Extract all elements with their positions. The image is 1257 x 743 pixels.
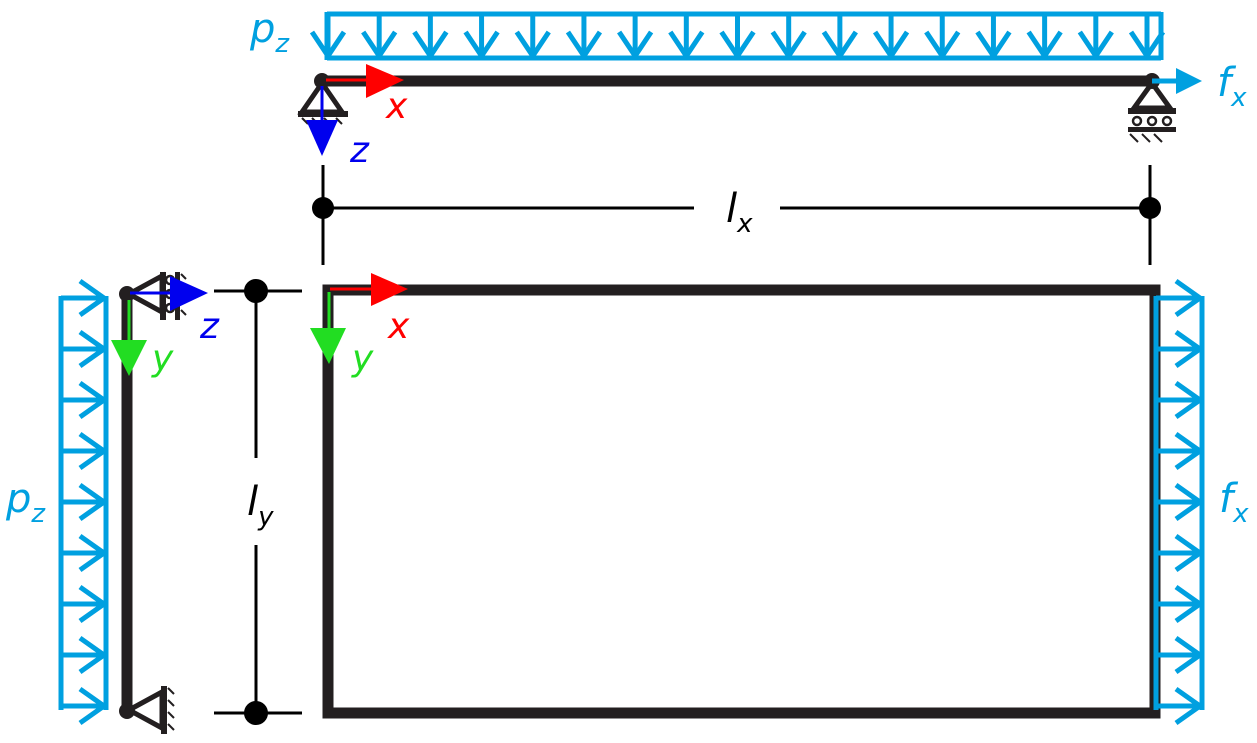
- load-arrow-down-icon: [1128, 14, 1166, 61]
- load-arrow-down-icon: [668, 14, 705, 61]
- elevation-view: pz x z: [249, 6, 1247, 171]
- dimension-label-lx: lx: [726, 186, 753, 239]
- load-arrow-right-icon: [61, 380, 109, 420]
- dimension-ly: [214, 279, 302, 725]
- load-arrow-right-icon: [61, 482, 109, 522]
- edge-load-arrow-right-icon: [1156, 584, 1205, 624]
- pinned-support-bottom-icon: [119, 686, 175, 734]
- load-arrow-right-icon: [61, 686, 109, 726]
- axis-x-label-elevation: x: [385, 86, 408, 127]
- end-force-fx-arrow-icon: [1152, 68, 1202, 94]
- load-arrow-down-icon: [924, 14, 961, 61]
- edge-load-arrow-right-icon: [1156, 482, 1205, 522]
- load-arrow-right-icon: [61, 533, 109, 573]
- edge-load-label-fx: fx: [1219, 476, 1249, 529]
- load-arrow-down-icon: [412, 14, 449, 61]
- load-arrow-down-icon: [617, 14, 654, 61]
- axis-y-arrow-icon-plan: [310, 292, 346, 364]
- load-arrow-down-icon: [1026, 14, 1063, 61]
- load-arrow-down-icon: [514, 14, 551, 61]
- plate-outline: [322, 284, 1161, 719]
- axis-z-arrow-icon-side: [130, 276, 208, 311]
- edge-load-arrow-right-icon: [1156, 686, 1205, 726]
- load-arrow-down-icon: [1077, 14, 1114, 61]
- load-arrow-right-icon: [61, 431, 109, 471]
- axis-z-arrow-icon: [306, 86, 338, 156]
- axis-z-label-elevation: z: [349, 130, 370, 171]
- dimension-lx: [312, 165, 1161, 265]
- axis-x-arrow-icon: [326, 64, 404, 98]
- edge-load-arrow-right-icon: [1156, 635, 1205, 675]
- edge-load-arrow-right-icon: [1156, 380, 1205, 420]
- axis-y-label-plan: y: [351, 338, 374, 379]
- load-arrow-down-icon: [309, 14, 347, 61]
- axis-y-arrow-icon-side: [111, 300, 147, 376]
- axis-x-arrow-icon-plan: [330, 273, 408, 306]
- load-arrow-right-icon: [61, 329, 109, 369]
- load-arrow-down-icon: [975, 14, 1012, 61]
- load-arrow-down-icon: [719, 14, 756, 61]
- load-arrow-down-icon: [361, 14, 398, 61]
- load-arrow-down-icon: [463, 14, 500, 61]
- axis-z-label-side: z: [199, 306, 220, 347]
- load-arrow-right-icon: [61, 635, 109, 675]
- load-arrow-down-icon: [770, 14, 807, 61]
- side-view: pz z y: [5, 271, 220, 734]
- edge-load-arrow-right-icon: [1156, 431, 1205, 471]
- distributed-load-left: [58, 278, 109, 726]
- edge-load-arrow-right-icon: [1156, 533, 1205, 573]
- axis-x-label-plan: x: [387, 306, 410, 347]
- load-label-pz-top: pz: [249, 6, 290, 59]
- load-arrow-right-icon: [61, 278, 109, 318]
- load-arrow-right-icon: [61, 584, 109, 624]
- dimension-label-ly: ly: [247, 479, 274, 532]
- load-label-pz-left: pz: [5, 476, 46, 529]
- plan-view: fx x y: [310, 273, 1249, 726]
- edge-load-arrow-right-icon: [1156, 329, 1205, 369]
- edge-load-fx: [1153, 278, 1205, 726]
- end-force-label-fx: fx: [1217, 60, 1247, 113]
- load-arrow-down-icon: [565, 14, 603, 61]
- axis-y-label-side: y: [151, 338, 174, 379]
- load-arrow-down-icon: [821, 14, 858, 61]
- distributed-load-top: [309, 11, 1166, 61]
- load-arrow-down-icon: [872, 14, 910, 61]
- edge-load-arrow-right-icon: [1156, 278, 1205, 318]
